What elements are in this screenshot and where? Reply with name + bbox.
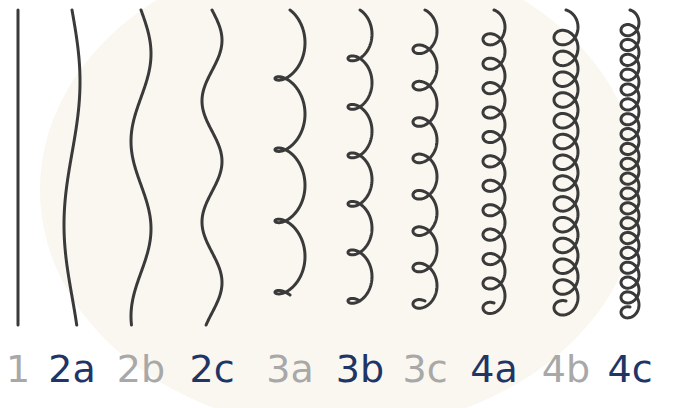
hair-strands: [18, 10, 639, 325]
hair-type-label: 4b: [542, 350, 590, 388]
background-circle: [40, 0, 640, 408]
hair-strand: [413, 10, 437, 308]
hair-type-label: 3a: [266, 350, 313, 388]
hair-type-label: 3c: [402, 350, 447, 388]
hair-strand: [202, 10, 222, 325]
hair-strand: [275, 10, 305, 295]
hair-type-label: 1: [6, 350, 30, 388]
hair-strand: [348, 10, 372, 303]
hair-strand: [131, 10, 151, 325]
hair-type-label: 3b: [336, 350, 384, 388]
hair-type-label: 2a: [48, 350, 95, 388]
hair-strand: [554, 10, 578, 315]
hair-type-label: 2b: [117, 350, 165, 388]
hair-type-label: 4a: [470, 350, 517, 388]
hair-strand: [483, 10, 505, 313]
hair-type-label: 2c: [189, 350, 234, 388]
hair-strand: [17, 10, 20, 325]
hair-type-label: 4c: [607, 350, 652, 388]
hair-strand: [64, 10, 80, 325]
hair-strand: [621, 10, 639, 318]
